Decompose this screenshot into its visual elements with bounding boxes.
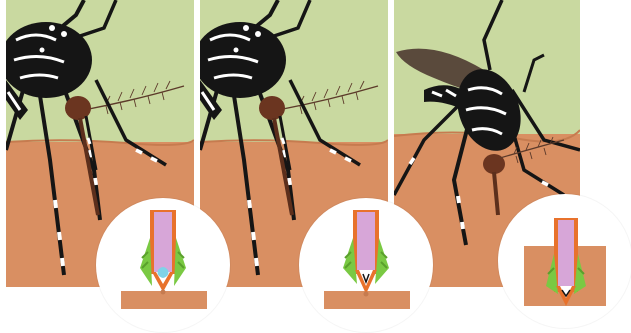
inset-cross-section-approach xyxy=(96,198,230,332)
inset-cross-section-feeding xyxy=(498,194,631,328)
proboscis-cross-section xyxy=(96,198,230,332)
proboscis-cross-section xyxy=(498,194,631,328)
inset-cross-section-piercing xyxy=(299,198,433,332)
proboscis-cross-section xyxy=(299,198,433,332)
